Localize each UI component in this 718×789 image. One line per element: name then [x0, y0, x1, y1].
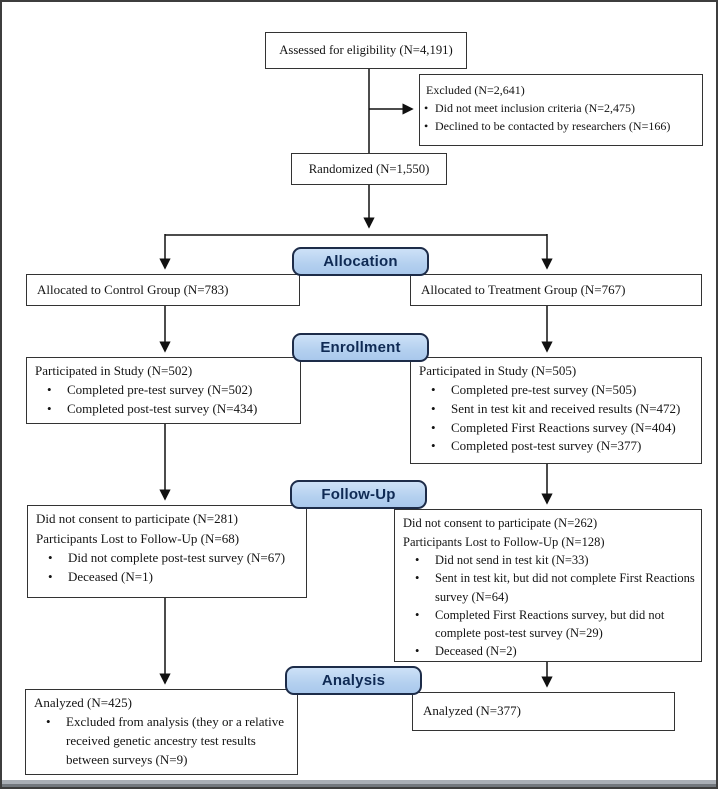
list-item: Completed pre-test survey (N=502): [27, 381, 300, 400]
followup-treatment-box: Did not consent to participate (N=262) P…: [394, 509, 702, 662]
followup-control-list: Did not complete post-test survey (N=67)…: [28, 549, 306, 587]
list-item-text: Deceased (N=2): [435, 643, 517, 658]
bottom-divider: [2, 780, 716, 787]
list-item-text: Excluded from analysis (they or a relati…: [66, 713, 285, 767]
allocated-treatment-text: Allocated to Treatment Group (N=767): [421, 281, 626, 297]
stage-badge-follow-up: Follow-Up: [290, 480, 427, 509]
stage-badge-label: Allocation: [323, 253, 398, 270]
list-item-text: Did not meet inclusion criteria (N=2,475…: [435, 101, 636, 115]
list-item-text: Completed pre-test survey (N=505): [451, 381, 637, 397]
enrolled-treatment-title: Participated in Study (N=505): [419, 363, 577, 378]
list-item-text: Deceased (N=1): [68, 568, 153, 584]
excluded-list: Did not meet inclusion criteria (N=2,475…: [420, 99, 702, 135]
list-item-text: Did not complete post-test survey (N=67): [68, 549, 286, 565]
list-item: Sent in test kit and received results (N…: [411, 400, 701, 419]
followup-control-box: Did not consent to participate (N=281) P…: [27, 505, 307, 598]
stage-badge-label: Enrollment: [320, 339, 401, 356]
enrolled-treatment-box: Participated in Study (N=505) Completed …: [410, 357, 702, 464]
allocated-control-box: Allocated to Control Group (N=783): [26, 274, 300, 306]
excluded-title: Excluded (N=2,641): [426, 83, 525, 97]
list-item: Completed post-test survey (N=377): [411, 437, 701, 456]
enrolled-treatment-list: Completed pre-test survey (N=505) Sent i…: [411, 381, 701, 456]
list-item: Completed First Reactions survey (N=404): [411, 419, 701, 438]
assessed-text: Assessed for eligibility (N=4,191): [279, 43, 453, 58]
list-item-text: Declined to be contacted by researchers …: [435, 119, 671, 133]
randomized-box: Randomized (N=1,550): [291, 153, 447, 185]
stage-badge-label: Analysis: [321, 672, 386, 689]
analyzed-control-box: Analyzed (N=425) Excluded from analysis …: [25, 689, 298, 775]
list-item-text: Completed post-test survey (N=434): [67, 400, 258, 416]
list-item: Sent in test kit, but did not complete F…: [395, 569, 701, 605]
list-item-text: Completed post-test survey (N=377): [451, 438, 642, 454]
stage-badge-analysis: Analysis: [285, 666, 422, 695]
analyzed-control-list: Excluded from analysis (they or a relati…: [26, 713, 297, 770]
allocated-control-text: Allocated to Control Group (N=783): [37, 281, 229, 297]
enrolled-control-list: Completed pre-test survey (N=502) Comple…: [27, 381, 300, 419]
analyzed-treatment-box: Analyzed (N=377): [412, 692, 675, 731]
list-item: Completed pre-test survey (N=505): [411, 381, 701, 400]
list-item: Declined to be contacted by researchers …: [420, 117, 702, 135]
stage-badge-enrollment: Enrollment: [292, 333, 429, 362]
enrolled-control-title: Participated in Study (N=502): [35, 363, 193, 378]
analyzed-treatment-text: Analyzed (N=377): [423, 703, 521, 719]
stage-badge-allocation: Allocation: [292, 247, 429, 276]
followup-treatment-line2: Participants Lost to Follow-Up (N=128): [403, 535, 605, 550]
randomized-text: Randomized (N=1,550): [308, 161, 430, 176]
list-item: Completed post-test survey (N=434): [27, 400, 300, 419]
list-item-text: Did not send in test kit (N=33): [435, 553, 589, 568]
followup-treatment-line1: Did not consent to participate (N=262): [403, 516, 598, 530]
list-item: Did not send in test kit (N=33): [395, 551, 701, 569]
list-item: Deceased (N=2): [395, 642, 701, 660]
list-item-text: Sent in test kit, but did not complete F…: [435, 571, 695, 604]
list-item: Excluded from analysis (they or a relati…: [26, 713, 297, 770]
list-item: Did not meet inclusion criteria (N=2,475…: [420, 99, 702, 117]
stage-badge-label: Follow-Up: [321, 486, 396, 503]
excluded-box: Excluded (N=2,641) Did not meet inclusio…: [419, 74, 703, 146]
list-item: Deceased (N=1): [28, 568, 306, 587]
list-item: Completed First Reactions survey, but di…: [395, 606, 701, 642]
analyzed-control-title: Analyzed (N=425): [34, 695, 132, 710]
assessed-box: Assessed for eligibility (N=4,191): [265, 32, 467, 69]
list-item-text: Completed First Reactions survey, but di…: [435, 607, 665, 640]
list-item-text: Completed pre-test survey (N=502): [67, 381, 253, 397]
followup-control-line2: Participants Lost to Follow-Up (N=68): [36, 530, 240, 546]
list-item-text: Sent in test kit and received results (N…: [451, 400, 681, 416]
allocated-treatment-box: Allocated to Treatment Group (N=767): [410, 274, 702, 306]
list-item: Did not complete post-test survey (N=67): [28, 549, 306, 568]
followup-control-line1: Did not consent to participate (N=281): [36, 511, 238, 526]
list-item-text: Completed First Reactions survey (N=404): [451, 419, 676, 435]
enrolled-control-box: Participated in Study (N=502) Completed …: [26, 357, 301, 424]
followup-treatment-list: Did not send in test kit (N=33) Sent in …: [395, 551, 701, 660]
